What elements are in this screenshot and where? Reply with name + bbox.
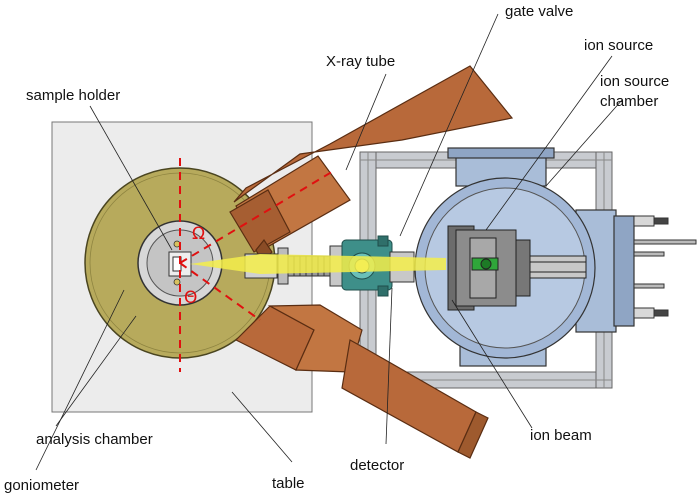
angle-axes <box>179 158 336 372</box>
label-ion-source-chamber-2: chamber <box>600 93 658 110</box>
xray-tube <box>229 65 514 264</box>
label-table: table <box>272 475 305 492</box>
label-goniometer: goniometer <box>4 477 79 494</box>
label-xray-tube: X-ray tube <box>326 53 395 70</box>
feedthroughs <box>633 215 697 319</box>
label-ion-source-chamber-1: ion source <box>600 73 669 90</box>
label-ion-beam: ion beam <box>530 427 592 444</box>
detector <box>234 304 489 459</box>
label-detector: detector <box>350 457 404 474</box>
label-sample-holder: sample holder <box>26 87 120 104</box>
label-analysis-chamber: analysis chamber <box>36 431 153 448</box>
label-gate-valve: gate valve <box>505 3 573 20</box>
theta-symbol: Θ <box>184 288 197 308</box>
label-ion-source: ion source <box>584 37 653 54</box>
leader-lines <box>35 13 623 471</box>
ion-beam <box>190 254 446 274</box>
omega-symbol: Ω <box>192 224 205 244</box>
